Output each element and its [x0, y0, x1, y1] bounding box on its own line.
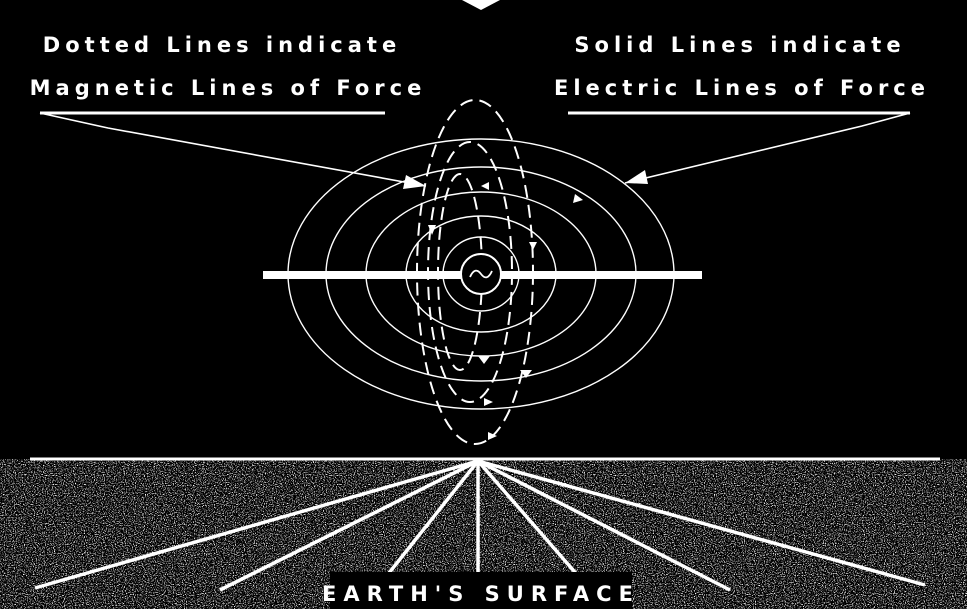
dipole-antenna-icon: [263, 254, 702, 294]
earths-surface-label: EARTH'S SURFACE: [322, 582, 640, 606]
arrow-7: [484, 398, 493, 406]
arrow-2: [573, 194, 583, 203]
antenna-rod-left: [263, 271, 462, 279]
earth-ground: EARTH'S SURFACE: [0, 459, 967, 609]
electric-callout: Solid Lines indicate Electric Lines of F…: [554, 33, 930, 184]
solid-lines-text-1: Solid Lines indicate: [574, 33, 905, 57]
antenna-rod-right: [500, 271, 702, 279]
electric-pointer-line: [625, 113, 910, 183]
solid-lines-text-2: Electric Lines of Force: [554, 76, 930, 100]
electric-pointer-arrowhead: [625, 170, 648, 184]
arrow-1: [481, 182, 489, 190]
top-notch-icon: [462, 0, 500, 10]
arrow-5: [478, 356, 490, 364]
dotted-lines-text-2: Magnetic Lines of Force: [30, 76, 427, 100]
arrow-4: [529, 242, 537, 250]
dotted-lines-text-1: Dotted Lines indicate: [43, 33, 401, 57]
magnetic-pointer-line: [40, 113, 426, 186]
